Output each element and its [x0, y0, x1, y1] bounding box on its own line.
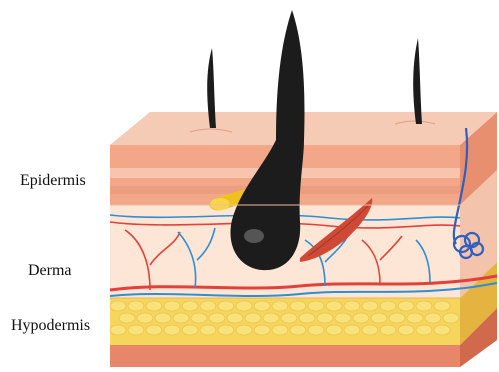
hypodermis-label: Hypodermis [11, 318, 90, 334]
fat-cell [299, 313, 315, 323]
fat-cell [434, 325, 450, 335]
fat-cell [272, 301, 288, 311]
fat-cell [128, 301, 144, 311]
fat-cell [200, 301, 216, 311]
fat-cell [182, 325, 198, 335]
fat-cell [110, 325, 126, 335]
fat-cell [380, 325, 396, 335]
fat-cell [317, 313, 333, 323]
fat-cell [254, 301, 270, 311]
fat-cell [398, 325, 414, 335]
fat-cell [254, 325, 270, 335]
fat-cell [434, 301, 450, 311]
fat-cell [119, 313, 135, 323]
fat-cell [155, 313, 171, 323]
fat-cell [128, 325, 144, 335]
fat-cell [164, 325, 180, 335]
fat-cell [308, 325, 324, 335]
fat-cell [236, 325, 252, 335]
fat-cell [380, 301, 396, 311]
fat-cell [398, 301, 414, 311]
fat-cell [245, 313, 261, 323]
fat-cell [191, 313, 207, 323]
derma-label: Derma [28, 263, 72, 279]
fat-cell [137, 313, 153, 323]
fat-cell [272, 325, 288, 335]
fat-cell [182, 301, 198, 311]
fat-cell [335, 313, 351, 323]
fat-cell [326, 301, 342, 311]
epidermis-label: Epidermis [20, 173, 86, 189]
fat-cell [389, 313, 405, 323]
fat-cell [416, 325, 432, 335]
fat-cell [362, 325, 378, 335]
fat-cell [263, 313, 279, 323]
fat-cell [146, 301, 162, 311]
fat-cell [416, 301, 432, 311]
fat-cell [371, 313, 387, 323]
fat-cell [290, 301, 306, 311]
fat-cell [200, 325, 216, 335]
fat-cell-icon [110, 301, 459, 335]
fat-cell [281, 313, 297, 323]
fat-cell [443, 313, 459, 323]
fat-cell [425, 313, 441, 323]
fat-cell [218, 325, 234, 335]
fat-cell [164, 301, 180, 311]
fat-cell [362, 301, 378, 311]
fat-cell [227, 313, 243, 323]
fat-cell [209, 313, 225, 323]
fat-cell [146, 325, 162, 335]
fat-cell [218, 301, 234, 311]
fat-cell [290, 325, 306, 335]
fat-cell [236, 301, 252, 311]
fat-cell [353, 313, 369, 323]
fat-cell [326, 325, 342, 335]
fat-cell [308, 301, 324, 311]
fat-cell [344, 325, 360, 335]
fat-cell [407, 313, 423, 323]
fat-cell [110, 301, 126, 311]
fat-cell [173, 313, 189, 323]
fat-cell [344, 301, 360, 311]
